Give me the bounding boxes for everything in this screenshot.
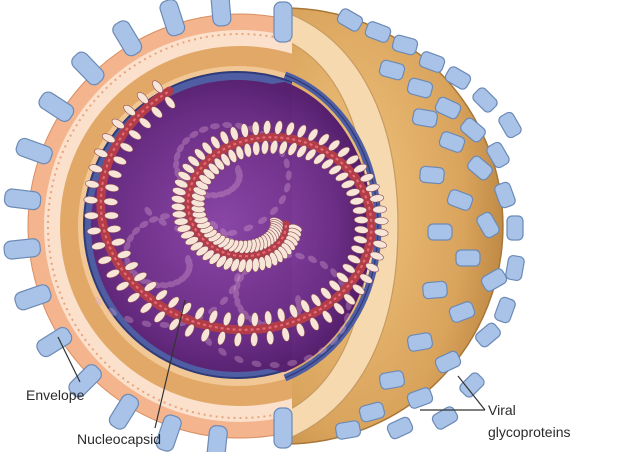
glycoprotein-spike [419,166,444,184]
glycoprotein-spike [458,371,486,399]
glycoprotein-spike [210,0,231,27]
glycoprotein-spike [493,296,516,324]
glycoprotein-spike [110,18,144,58]
glycoprotein-spike [386,416,415,441]
glycoprotein-spike [407,332,433,352]
glycoprotein-spike [4,188,42,210]
glycoprotein-spike [431,405,460,431]
glycoprotein-spike [422,281,447,299]
glycoprotein-spike [107,392,141,432]
glycoprotein-spike [456,250,480,266]
glycoprotein-spike [428,224,452,240]
viral-glycoproteins-label-line1: Viral [488,402,516,418]
viral-glycoproteins-label-line2: glycoproteins [488,424,571,440]
envelope-label: Envelope [26,387,85,403]
glycoprotein-spike [36,89,76,124]
glycoprotein-spike [274,408,292,448]
glycoprotein-spike [505,255,525,281]
glycoprotein-spike [379,370,405,390]
glycoprotein-spike [34,325,74,359]
glycoprotein-spike [471,86,499,114]
nucleocapsid-label: Nucleocapsid [77,431,161,447]
glycoprotein-spike [497,111,523,140]
glycoprotein-spike [274,2,292,42]
glycoprotein-spike [335,420,361,440]
glycoprotein-spike [3,238,41,260]
glycoprotein-spike [412,108,438,128]
glycoprotein-spike [507,216,523,240]
